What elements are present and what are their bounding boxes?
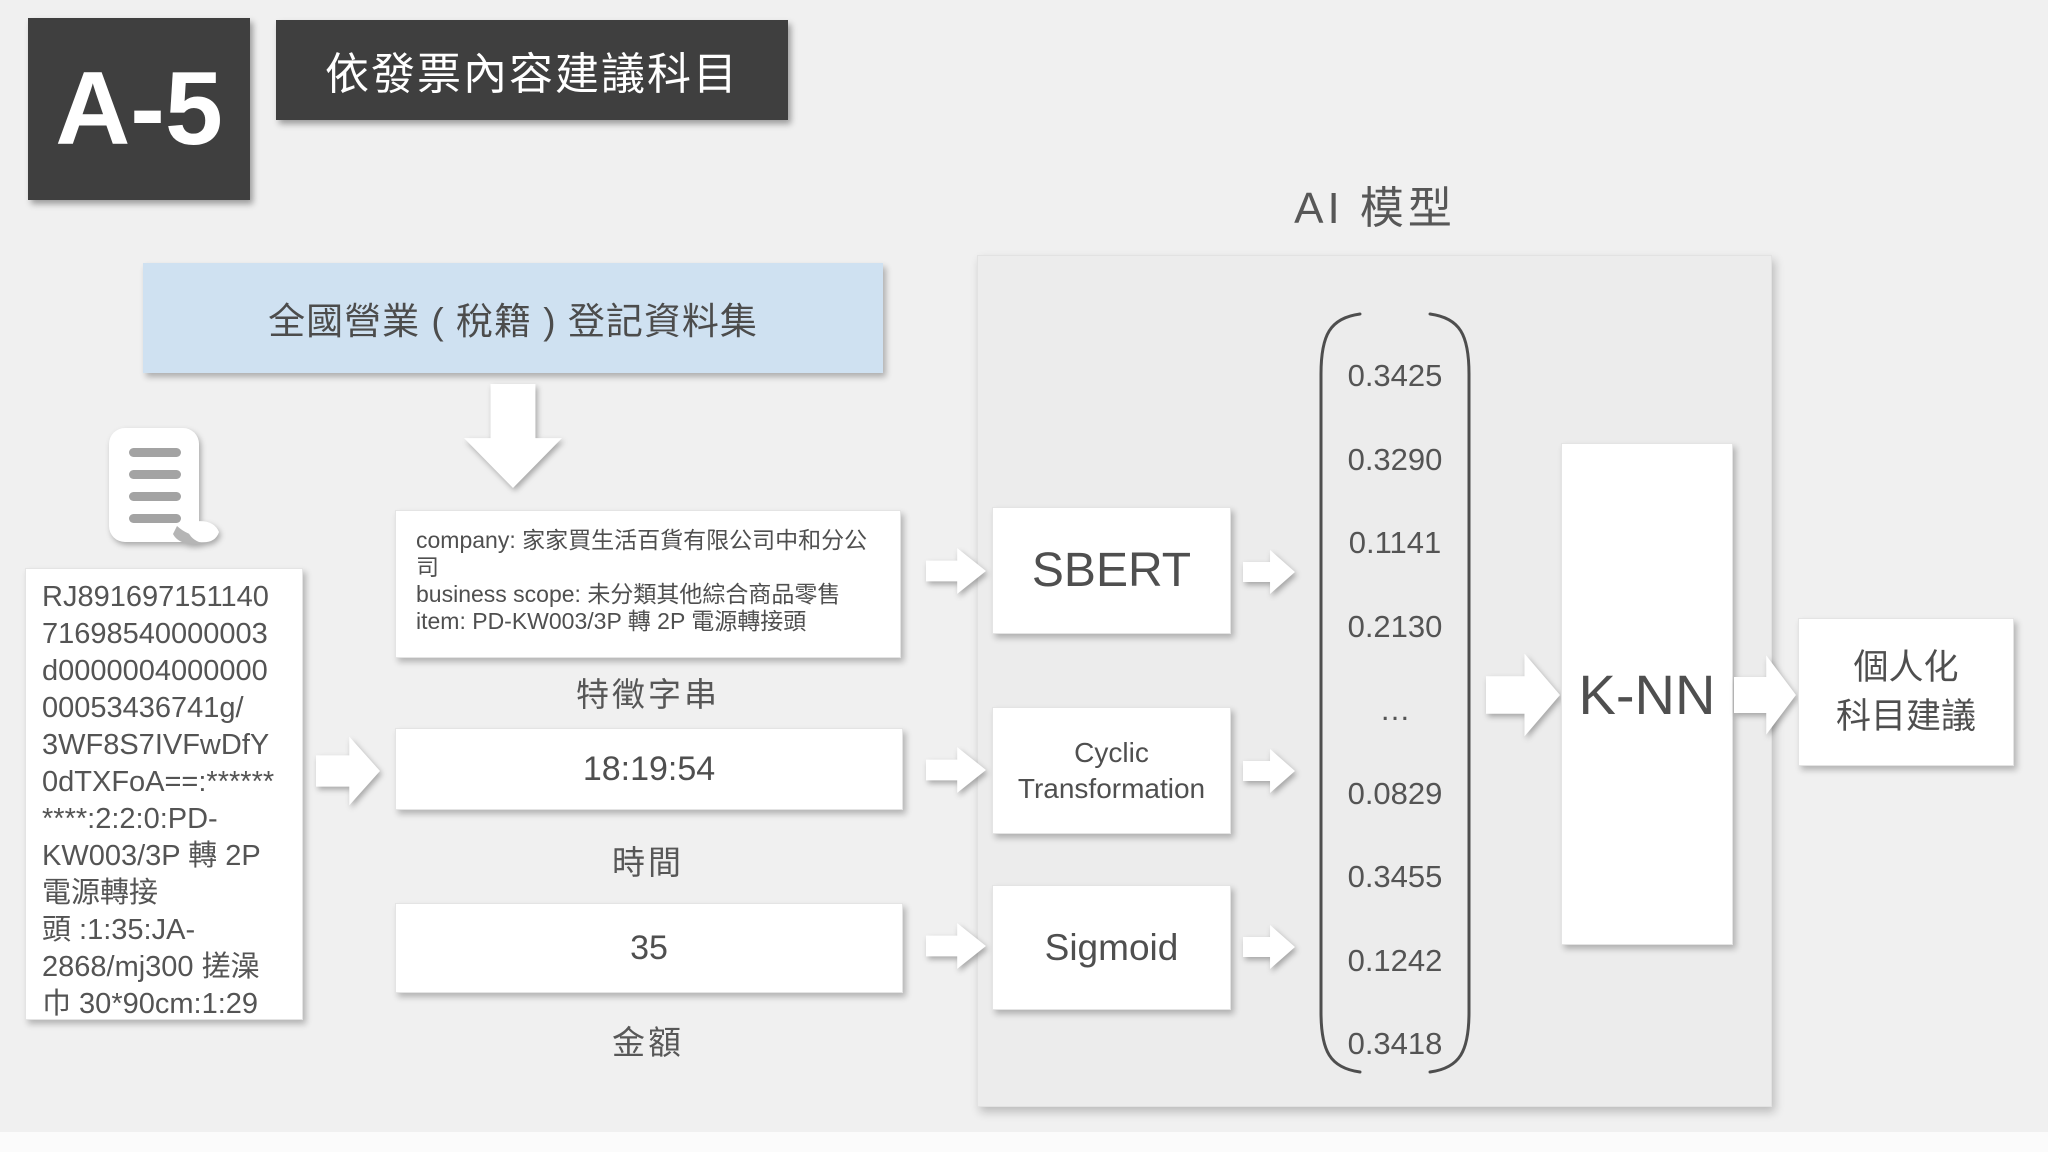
ai-model-section-title: AI 模型: [1294, 184, 1456, 233]
right-arrow-icon: [1486, 653, 1560, 737]
vector-ellipsis: …: [1379, 692, 1411, 727]
right-arrow-icon: [926, 747, 986, 793]
slide-number-badge: A-5: [28, 18, 250, 200]
down-arrow-icon: [464, 384, 562, 488]
right-arrow-icon: [1243, 550, 1295, 594]
feature-string-box: company: 家家買生活百貨有限公司中和分公司 business scope…: [395, 510, 901, 658]
amount-box: 35: [395, 903, 903, 993]
personalized-suggestion-box: 個人化 科目建議: [1798, 618, 2014, 766]
cyclic-transformation-box: Cyclic Transformation: [992, 707, 1231, 834]
dataset-box: 全國營業 ( 稅籍 ) 登記資料集: [143, 263, 883, 373]
right-arrow-icon: [1734, 655, 1796, 735]
bottom-strip: [0, 1132, 2048, 1152]
sigmoid-box: Sigmoid: [992, 885, 1231, 1010]
vector-value: 0.1141: [1348, 525, 1442, 560]
vector-value: 0.2130: [1347, 608, 1443, 644]
vector-brackets: [1319, 312, 1471, 1074]
amount-label: 金額: [612, 1024, 684, 1061]
time-box: 18:19:54: [395, 728, 903, 810]
right-arrow-icon: [1243, 749, 1295, 793]
feature-string-label: 特徵字串: [576, 676, 720, 713]
right-arrow-icon: [1243, 925, 1295, 969]
invoice-raw-text-box: RJ891697151140 71698540000003 d000000400…: [25, 568, 303, 1020]
receipt-icon: [109, 428, 219, 545]
right-arrow-icon: [316, 736, 380, 806]
vector-value: 0.3425: [1347, 358, 1443, 393]
time-label: 時間: [612, 844, 684, 881]
embedding-vector: 0.3425 0.3290 0.1141 0.2130 … 0.0829 0.3…: [1316, 358, 1474, 1062]
vector-value: 0.3418: [1347, 1026, 1443, 1061]
feature-company-line: company: 家家買生活百貨有限公司中和分公司: [416, 527, 868, 580]
right-arrow-icon: [926, 548, 986, 594]
slide-title: 依發票內容建議科目: [276, 20, 788, 120]
feature-business-scope-line: business scope: 未分類其他綜合商品零售: [416, 581, 841, 607]
right-arrow-icon: [926, 923, 986, 969]
vector-value: 0.1242: [1347, 942, 1443, 978]
feature-item-line: item: PD-KW003/3P 轉 2P 電源轉接頭: [416, 608, 807, 634]
vector-value: 0.0829: [1347, 775, 1443, 811]
vector-value: 0.3290: [1347, 441, 1443, 477]
knn-box: K-NN: [1561, 443, 1733, 945]
sbert-box: SBERT: [992, 507, 1231, 634]
vector-value: 0.3455: [1347, 859, 1443, 894]
